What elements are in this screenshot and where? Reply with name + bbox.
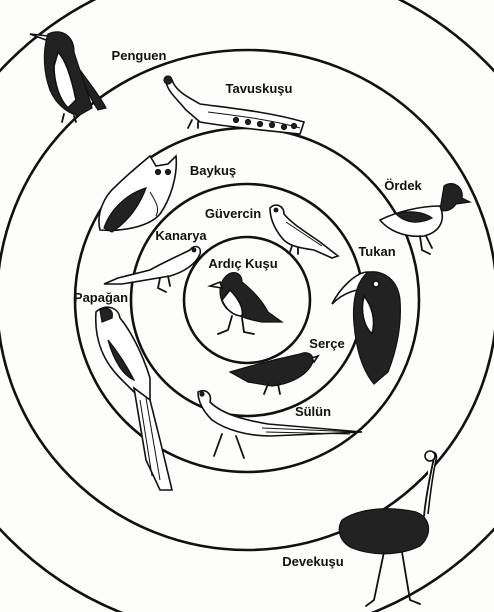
ostrich-illustration [338, 450, 438, 607]
label-guvercin: Güvercin [205, 206, 261, 221]
pheasant-illustration [197, 389, 363, 459]
parrot-illustration [94, 306, 174, 491]
peacock-eyespots [232, 116, 298, 131]
owl-illustration [98, 154, 178, 233]
ring-third [0, 48, 494, 552]
peacock-illustration [163, 75, 306, 135]
label-serce: Serçe [309, 336, 344, 351]
label-papagan: Papağan [74, 290, 128, 305]
bird-labels: Penguen Tavuskuşu Baykuş Ördek Güvercin … [74, 48, 423, 569]
pigeon-illustration [269, 204, 340, 259]
label-baykus: Baykuş [190, 163, 236, 178]
label-ardic-kusu: Ardıç Kuşu [208, 256, 277, 271]
label-ordek: Ördek [384, 178, 422, 193]
label-sulun: Sülün [295, 404, 331, 419]
thrush-illustration [207, 272, 284, 335]
toucan-illustration [331, 271, 401, 385]
label-penguen: Penguen [112, 48, 167, 63]
label-devekusu: Devekuşu [282, 554, 343, 569]
sparrow-illustration [228, 352, 320, 395]
canary-illustration [103, 245, 202, 293]
label-tukan: Tukan [358, 244, 395, 259]
label-tavuskusu: Tavuskuşu [226, 81, 293, 96]
duck-illustration [378, 183, 472, 255]
ring-center [182, 235, 312, 365]
label-kanarya: Kanarya [155, 228, 207, 243]
penguin-illustration [29, 31, 107, 123]
